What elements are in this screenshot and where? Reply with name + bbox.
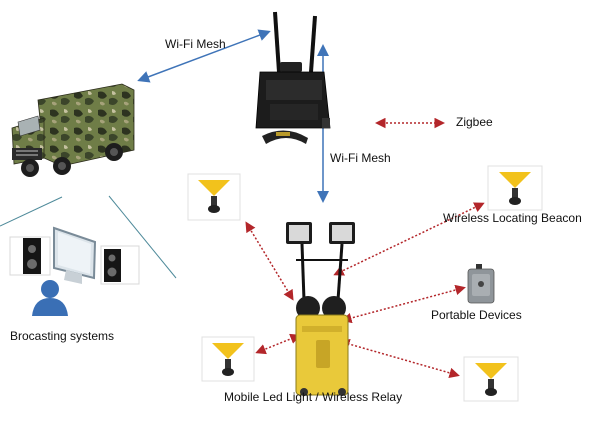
zigbee-label: Zigbee bbox=[456, 115, 493, 129]
zigbee-link-lamp-bottomright bbox=[339, 339, 460, 378]
portable-device-icon bbox=[467, 264, 495, 304]
wifi-mesh-label-mid: Wi-Fi Mesh bbox=[330, 151, 391, 165]
lamp-icon-beacon bbox=[487, 165, 543, 211]
wifi-mesh-label-top: Wi-Fi Mesh bbox=[165, 37, 226, 51]
military-truck-icon bbox=[11, 83, 135, 177]
broadcast-line-left bbox=[0, 196, 63, 227]
mobile-light-label: Mobile Led Light / Wireless Relay bbox=[224, 390, 403, 404]
lamp-icon-bottomright bbox=[463, 356, 519, 402]
lamp-icon-topleft bbox=[187, 173, 241, 221]
mobile-led-light-relay-icon bbox=[286, 222, 355, 396]
wireless-case-antenna-icon bbox=[255, 11, 331, 144]
zigbee-link-portable bbox=[341, 284, 466, 324]
zigbee-link-beacon bbox=[333, 202, 485, 276]
wifi-link-truck-case bbox=[137, 29, 271, 83]
lamp-icon-bottomleft bbox=[201, 336, 255, 382]
zigbee-link-lamp-bottomleft bbox=[255, 333, 301, 355]
broadcasting-label: Brocasting systems bbox=[10, 329, 115, 343]
broadcast-line-right bbox=[108, 195, 177, 279]
zigbee-link-lamp-topleft bbox=[245, 221, 294, 301]
beacon-label: Wireless Locating Beacon bbox=[443, 211, 582, 225]
portable-devices-label: Portable Devices bbox=[431, 308, 522, 322]
broadcasting-monitor-icon bbox=[9, 226, 140, 316]
